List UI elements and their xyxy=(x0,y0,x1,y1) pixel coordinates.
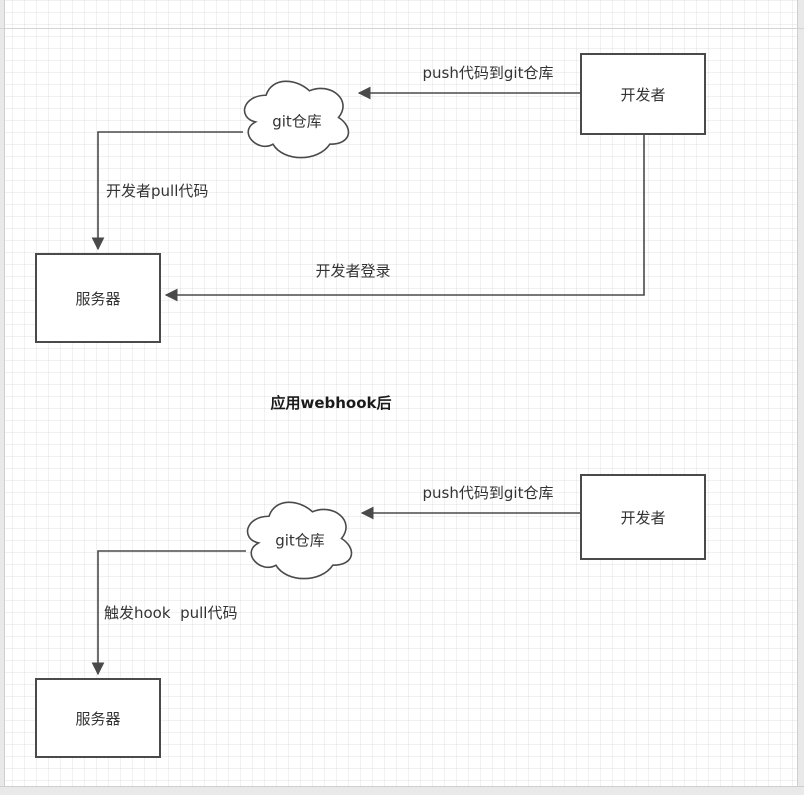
git-repo-label-after: git仓库 xyxy=(275,531,325,550)
page-boundary-top xyxy=(0,28,804,29)
edge-login-label-before: 开发者登录 xyxy=(315,262,391,280)
edge-pull-label-before: 开发者pull代码 xyxy=(106,182,209,200)
page-margin-bottom xyxy=(0,786,804,795)
git-repo-cloud-after[interactable] xyxy=(246,501,353,580)
page-margin-left xyxy=(0,0,5,795)
edge-hook-after[interactable] xyxy=(91,550,246,676)
server-label-before: 服务器 xyxy=(75,289,121,308)
server-node-after[interactable]: 服务器 xyxy=(35,678,161,758)
server-label-after: 服务器 xyxy=(75,709,121,728)
developer-label-before: 开发者 xyxy=(620,85,666,104)
edge-push-label-before: push代码到git仓库 xyxy=(422,64,554,82)
edge-push-label-after: push代码到git仓库 xyxy=(422,484,554,502)
developer-label-after: 开发者 xyxy=(620,508,666,527)
page-margin-right xyxy=(797,0,804,795)
edge-pull-before[interactable] xyxy=(91,131,243,251)
developer-node-before[interactable]: 开发者 xyxy=(580,53,706,135)
edge-login-before[interactable] xyxy=(164,135,645,302)
server-node-before[interactable]: 服务器 xyxy=(35,253,161,343)
edge-hook-label-after: 触发hook pull代码 xyxy=(104,604,238,622)
section-title: 应用webhook后 xyxy=(270,394,392,412)
git-repo-label-before: git仓库 xyxy=(272,112,322,131)
developer-node-after[interactable]: 开发者 xyxy=(580,474,706,560)
git-repo-cloud-before[interactable] xyxy=(243,80,350,159)
